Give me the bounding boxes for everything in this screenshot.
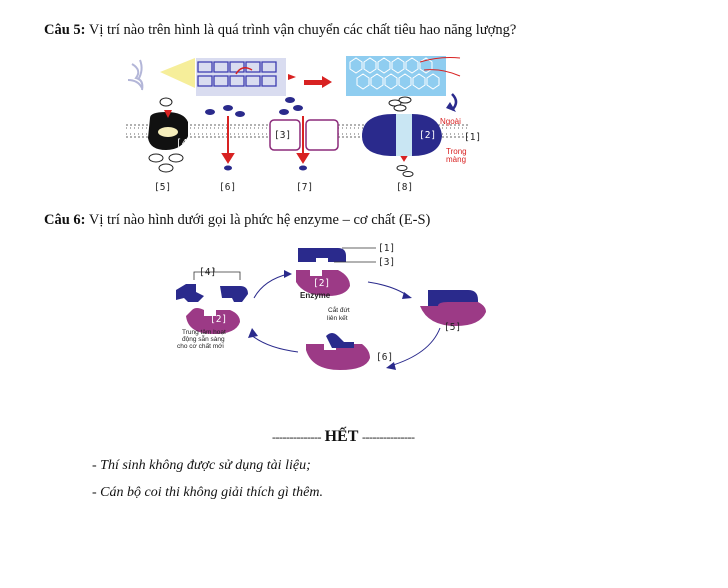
label-3: [3] — [274, 130, 291, 141]
substrate-top — [298, 248, 346, 262]
enzyme-label-1: [1] — [378, 243, 395, 254]
question-6: Câu 6: Vị trí nào hình dưới gọi là phức … — [44, 212, 430, 229]
end-dashes-right: --------------- — [362, 430, 415, 444]
label-4: [4] — [176, 138, 193, 149]
bond-label-2: liên kết — [327, 313, 348, 322]
active-site-label-2: động sẵn sàng — [182, 334, 225, 343]
label-7: [7] — [296, 182, 313, 193]
question-6-text: Vị trí nào hình dưới gọi là phức hệ enzy… — [88, 212, 431, 228]
enzyme-label-2-top: [2] — [313, 278, 330, 289]
membrane-transport-figure: [4] [3] [2] [1] [5] [6] [7] [8] Ngoài Tr… — [126, 56, 481, 193]
label-2: [2] — [419, 130, 436, 141]
substrate-products-4 — [176, 284, 248, 302]
enzyme-label-2-left: [2] — [210, 314, 227, 325]
end-dashes-left: -------------- — [272, 430, 321, 444]
products-6 — [306, 333, 370, 370]
end-title: HẾT — [324, 428, 359, 445]
carrier-protein-4 — [148, 97, 188, 173]
question-6-number: Câu 6: — [44, 212, 86, 228]
enzyme-cycle-figure: [1] [3] [2] Enzyme [5] Cắt đứt liên kết … — [176, 243, 486, 370]
es-complex-5 — [420, 290, 486, 326]
enzyme-top — [296, 270, 350, 296]
question-5-text: Vị trí nào trên hình là quá trình vận ch… — [88, 22, 517, 38]
label-8: [8] — [396, 182, 413, 193]
active-site-label-1: Trung tâm hoạt — [182, 329, 226, 336]
active-site-label-3: cho cơ chất mới — [177, 341, 224, 350]
label-6: [6] — [219, 182, 236, 193]
outside-label: Ngoài — [440, 117, 461, 126]
channel-protein-3 — [269, 119, 339, 151]
free-enzyme — [186, 308, 240, 334]
question-5-number: Câu 5: — [44, 22, 86, 38]
inside-label-2: màng — [446, 155, 466, 164]
end-marker: -------------- HẾT --------------- — [272, 428, 502, 446]
question-5: Câu 5: Vị trí nào trên hình là quá trình… — [44, 22, 516, 39]
plant-tissue-illustration — [127, 56, 461, 112]
enzyme-label-3: [3] — [378, 257, 395, 268]
enzyme-label-5: [5] — [444, 322, 461, 333]
enzyme-caption: Enzyme — [300, 291, 331, 300]
pump-protein-2 — [362, 96, 442, 177]
enzyme-label-6: [6] — [376, 352, 393, 363]
label-5: [5] — [154, 182, 171, 193]
label-1: [1] — [464, 132, 481, 143]
enzyme-label-4: [4] — [199, 267, 216, 278]
note-no-explanation: - Cán bộ coi thi không giải thích gì thê… — [92, 485, 323, 500]
bond-label-1: Cắt đứt — [328, 305, 350, 314]
inside-label-1: Trong — [446, 147, 467, 156]
navy-molecules — [205, 97, 307, 171]
note-no-documents: - Thí sinh không được sử dụng tài liệu; — [92, 458, 311, 473]
